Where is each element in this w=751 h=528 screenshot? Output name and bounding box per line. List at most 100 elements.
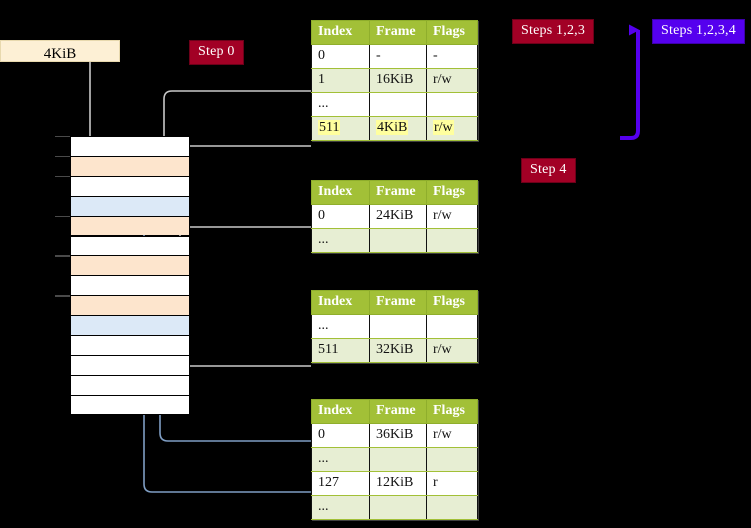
memory-row-tick: [55, 155, 70, 158]
table-cell-index: 0: [311, 44, 370, 70]
memory-frame-row: [70, 354, 190, 375]
frame-size-box: 4KiB: [0, 40, 120, 62]
table-cell-flags: r/w: [426, 68, 478, 94]
memory-row-tick: [55, 295, 70, 297]
table-header-index: Index: [311, 289, 370, 316]
table-cell-flags: r/w: [426, 204, 478, 230]
badge-steps123: Steps 1,2,3: [512, 19, 595, 44]
table-cell-flags: [426, 92, 478, 118]
memory-row-tick: [55, 175, 70, 178]
memory-row-tick: [55, 136, 70, 138]
table-cell-frame: 24KiB: [369, 204, 427, 230]
table-cell-frame: 32KiB: [369, 338, 427, 364]
memory-frame-row: [70, 394, 190, 415]
table-cell-index: 127: [311, 471, 370, 497]
table-cell-flags: r: [426, 471, 478, 497]
badge-step4: Step 4: [521, 158, 576, 183]
badge-steps1234: Steps 1,2,3,4: [652, 19, 745, 44]
frame-size-label: 4KiB: [43, 46, 77, 62]
table-cell-frame: 36KiB: [369, 423, 427, 449]
memory-row-tick: [55, 255, 70, 257]
wire-pml4-row511: [179, 145, 311, 167]
table-cell-flags: r/w: [426, 116, 478, 142]
memory-frame-row: [70, 155, 190, 176]
table-header-frame: Frame: [369, 19, 427, 46]
memory-frame-row: [70, 295, 190, 316]
table-cell-frame: 4KiB: [369, 116, 427, 142]
table-cell-flags: [426, 495, 478, 521]
memory-frame-row: [70, 235, 190, 256]
memory-frame-row: [70, 215, 190, 236]
memory-frame-row: [70, 275, 190, 296]
table-cell-index: 511: [311, 116, 370, 142]
table-row: 511 4KiB r/w: [311, 116, 478, 142]
memory-frame-row: [70, 255, 190, 276]
physical-memory-grid: [70, 136, 190, 415]
highlighted-value: r/w: [433, 120, 454, 136]
highlighted-value: 4KiB: [376, 120, 409, 136]
wire-pd-row511: [173, 311, 311, 367]
wire-pdpt-row0: [179, 226, 311, 249]
table-header-flags: Flags: [426, 179, 478, 206]
memory-frame-row: [70, 136, 190, 156]
table-cell-index: 0: [311, 423, 370, 449]
table-cell-index: ...: [311, 447, 370, 473]
memory-column-divider-0: [110, 136, 111, 415]
table-cell-frame: -: [369, 44, 427, 70]
table-cell-frame: [369, 92, 427, 118]
memory-frame-row: [70, 315, 190, 335]
table-header-frame: Frame: [369, 289, 427, 316]
table-cell-flags: [426, 447, 478, 473]
table-cell-index: ...: [311, 314, 370, 340]
badge-step0: Step 0: [189, 40, 244, 65]
table-header-frame: Frame: [369, 398, 427, 425]
table-cell-index: ...: [311, 495, 370, 521]
table-cell-index: ...: [311, 92, 370, 118]
table-header-flags: Flags: [426, 19, 478, 46]
table-header-frame: Frame: [369, 179, 427, 206]
memory-column-divider-1: [150, 136, 151, 415]
table-header-index: Index: [311, 19, 370, 46]
table-cell-frame: [369, 314, 427, 340]
table-row: ...: [311, 92, 478, 118]
memory-frame-row: [70, 335, 190, 355]
table-row: ...: [311, 228, 478, 254]
memory-frame-row: [70, 195, 190, 216]
memory-frame-row: [70, 175, 190, 196]
table-row: 0--: [311, 44, 478, 70]
memory-frame-row: [70, 374, 190, 395]
table-cell-index: ...: [311, 228, 370, 254]
table-cell-index: 0: [311, 204, 370, 230]
table-row: ...: [311, 447, 478, 473]
table-header-index: Index: [311, 398, 370, 425]
table-cell-frame: [369, 447, 427, 473]
table-cell-frame: [369, 495, 427, 521]
table-header-index: Index: [311, 179, 370, 206]
table-row: ...: [311, 495, 478, 521]
table-header-flags: Flags: [426, 398, 478, 425]
table-cell-frame: [369, 228, 427, 254]
violet-loop-arrow: [620, 24, 640, 140]
table-header-flags: Flags: [426, 289, 478, 316]
table-cell-flags: [426, 314, 478, 340]
table-cell-index: 1: [311, 68, 370, 94]
memory-row-tick: [55, 215, 70, 217]
table-cell-index: 511: [311, 338, 370, 364]
table-row: ...: [311, 314, 478, 340]
table-cell-frame: 16KiB: [369, 68, 427, 94]
table-cell-frame: 12KiB: [369, 471, 427, 497]
highlighted-value: 511: [318, 120, 341, 136]
table-cell-flags: r/w: [426, 423, 478, 449]
table-cell-flags: r/w: [426, 338, 478, 364]
table-cell-flags: -: [426, 44, 478, 70]
